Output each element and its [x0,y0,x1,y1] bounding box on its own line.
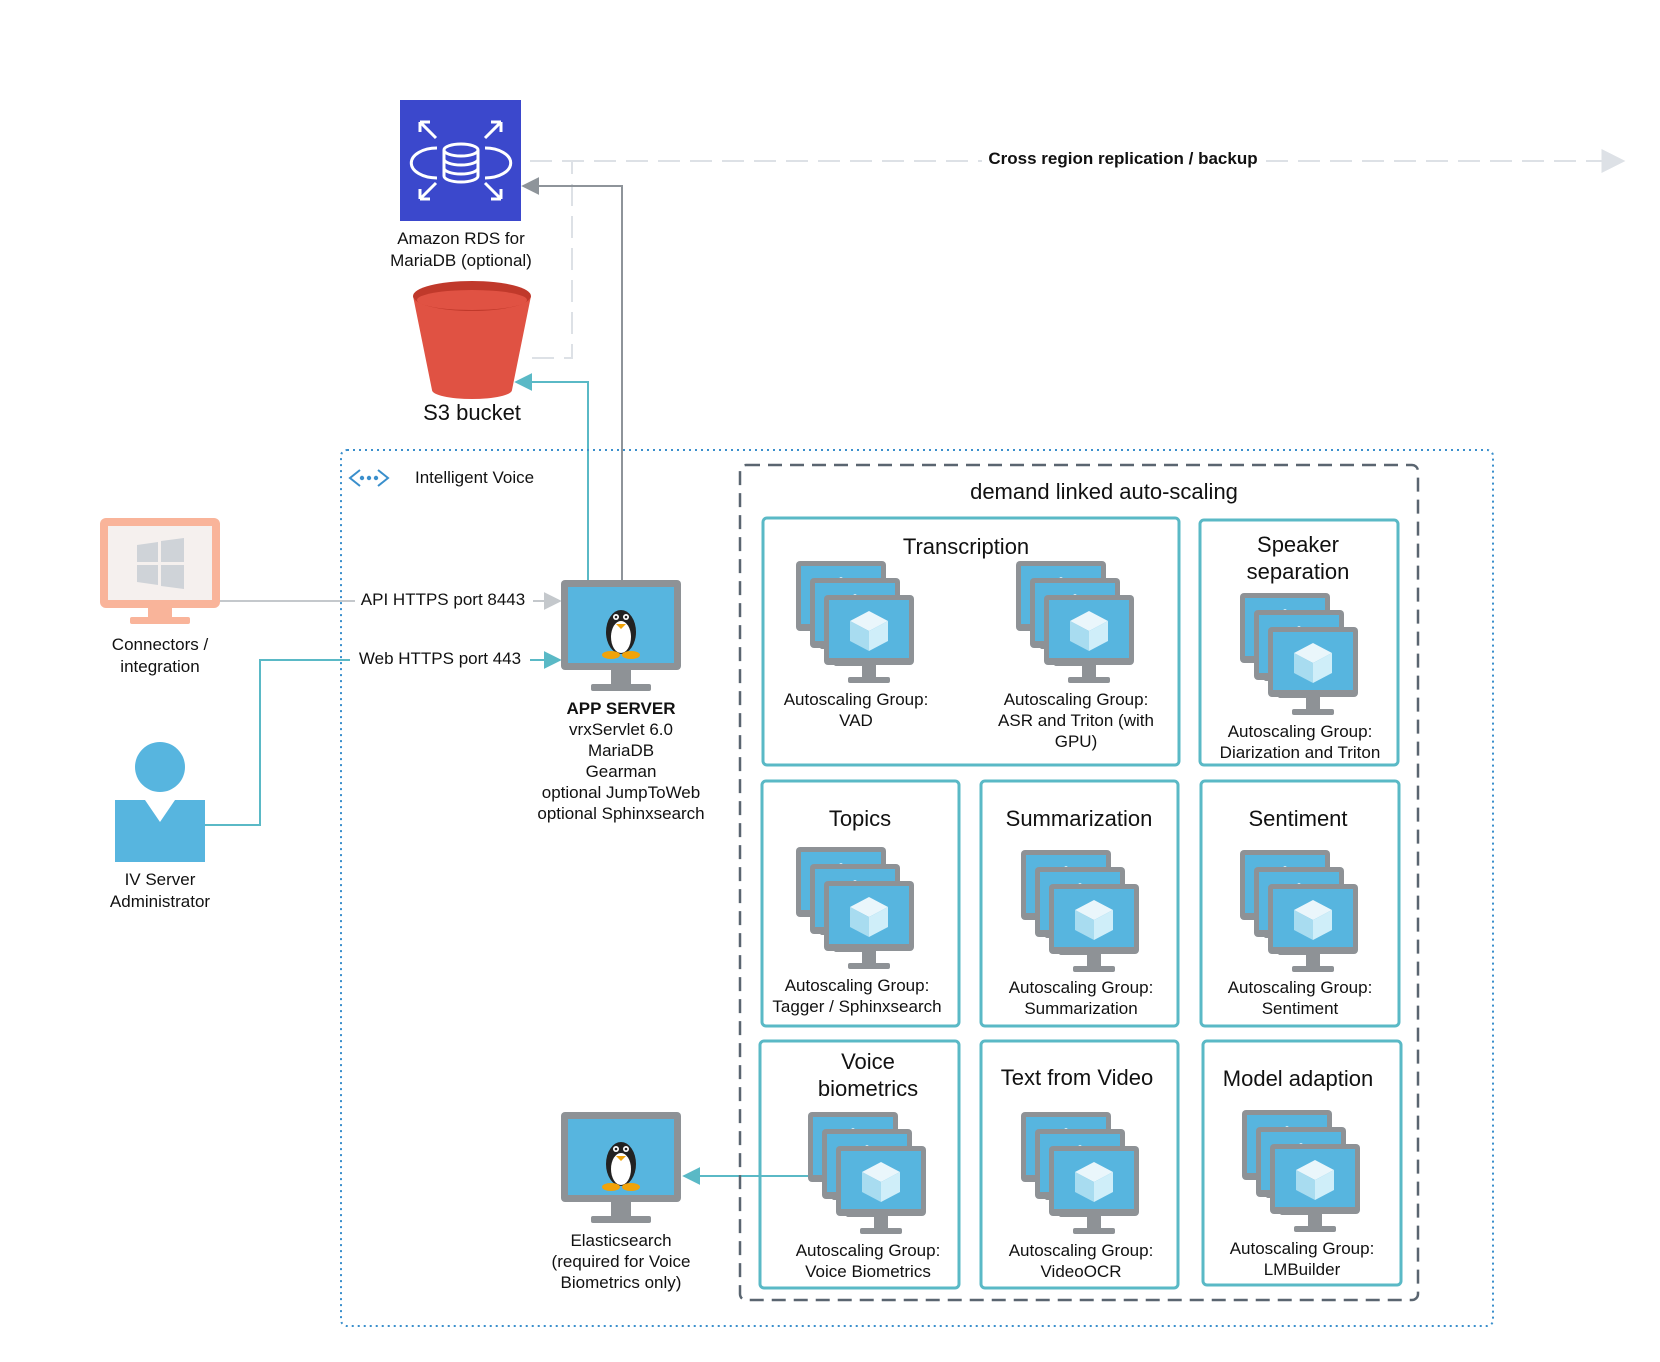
s3-node: S3 bucket [413,281,531,425]
replication-label: Cross region replication / backup [988,149,1257,168]
group-title: Summarization [1006,806,1153,831]
region-label: Intelligent Voice [415,468,534,487]
group-item-label: Diarization and Triton [1220,743,1381,762]
connectors-node: Connectors / integration [100,518,220,676]
admin-node: IV Server Administrator [110,742,210,911]
group-item-label: Autoscaling Group: [1009,978,1154,997]
app-to-rds-line [521,177,623,580]
vm-stack-icon [796,847,914,969]
vpc-icon [348,469,390,487]
elasticsearch-label-3: Biometrics only) [561,1273,682,1292]
app-to-s3-line [514,373,589,580]
group-item-label: Autoscaling Group: [784,690,929,709]
group-title: Topics [829,806,891,831]
app-server-line-1: vrxServlet 6.0 [569,720,673,739]
replication-line-s3 [532,161,573,359]
person-icon [115,742,205,862]
vm-stack-icon [808,1112,926,1234]
database-icon [400,100,521,221]
group-speaker-separation: Speaker separation Autoscaling Group: Di… [1198,518,1400,767]
vm-stack-icon [1240,850,1358,972]
elasticsearch-label-2: (required for Voice [552,1252,691,1271]
group-model-adaption: Model adaption Autoscaling Group: LMBuil… [1201,1039,1403,1287]
vm-stack-icon [1016,561,1134,683]
group-title: biometrics [818,1076,918,1101]
group-summarization: Summarization Autoscaling Group: Summari… [979,779,1180,1028]
windows-monitor-icon [100,518,220,624]
app-server-line-4: optional JumpToWeb [542,783,700,802]
web-line [205,651,562,826]
group-title: Text from Video [1001,1065,1153,1090]
vm-stack-icon [1021,850,1139,972]
group-title: Speaker [1257,532,1339,557]
vm-stack-icon [1021,1112,1139,1234]
group-item-label: Autoscaling Group: [1004,690,1149,709]
web-link-label: Web HTTPS port 443 [359,649,521,668]
group-item-label: VideoOCR [1041,1262,1122,1281]
group-item-label: Autoscaling Group: [1228,722,1373,741]
group-item-label: GPU) [1055,732,1098,751]
bucket-icon [413,281,531,399]
auto-scaling-container [738,463,1420,1302]
group-transcription: Transcription Autoscaling Group: VAD Aut… [761,516,1181,767]
admin-label-1: IV Server [125,870,196,889]
group-voice-biometrics: Voice biometrics Autoscaling Group: Voic… [758,1039,961,1290]
group-title: separation [1247,559,1350,584]
app-server-line-2: MariaDB [588,741,654,760]
vm-stack-icon [796,561,914,683]
linux-monitor-icon [561,1112,681,1223]
group-topics: Topics Autoscaling Group: Tagger / Sphin… [760,779,961,1028]
connectors-label-1: Connectors / [112,635,209,654]
api-link-label: API HTTPS port 8443 [361,590,525,609]
s3-label: S3 bucket [423,400,521,425]
vm-stack-icon [1240,593,1358,715]
elasticsearch-label-1: Elasticsearch [570,1231,671,1250]
group-sentiment: Sentiment Autoscaling Group: Sentiment [1199,779,1401,1028]
group-item-label: Autoscaling Group: [1228,978,1373,997]
admin-label-2: Administrator [110,892,210,911]
group-item-label: Autoscaling Group: [1009,1241,1154,1260]
group-title: Sentiment [1248,806,1347,831]
group-item-label: Tagger / Sphinxsearch [772,997,941,1016]
group-item-label: LMBuilder [1264,1260,1341,1279]
app-server-node: APP SERVER vrxServlet 6.0 MariaDB Gearma… [537,580,705,823]
group-text-from-video: Text from Video Autoscaling Group: Video… [979,1039,1180,1290]
group-item-label: Autoscaling Group: [785,976,930,995]
group-item-label: VAD [839,711,873,730]
group-item-label: ASR and Triton (with [998,711,1154,730]
group-title: Voice [841,1049,895,1074]
vm-stack-icon [1242,1110,1360,1232]
rds-node: Amazon RDS for MariaDB (optional) [390,100,532,270]
group-item-label: Sentiment [1262,999,1339,1018]
app-server-line-3: Gearman [586,762,657,781]
group-item-label: Voice Biometrics [805,1262,931,1281]
app-server-line-5: optional Sphinxsearch [537,804,704,823]
scaling-title: demand linked auto-scaling [970,479,1238,504]
app-server-title: APP SERVER [567,699,676,718]
elasticsearch-node: Elasticsearch (required for Voice Biomet… [552,1112,691,1292]
group-item-label: Autoscaling Group: [796,1241,941,1260]
group-item-label: Autoscaling Group: [1230,1239,1375,1258]
group-title: Model adaption [1223,1066,1373,1091]
linux-monitor-icon [561,580,681,691]
connectors-label-2: integration [120,657,199,676]
group-item-label: Summarization [1024,999,1137,1018]
rds-label-1: Amazon RDS for [397,229,525,248]
intelligent-voice-region [340,449,1494,1327]
rds-label-2: MariaDB (optional) [390,251,532,270]
group-title: Transcription [903,534,1029,559]
